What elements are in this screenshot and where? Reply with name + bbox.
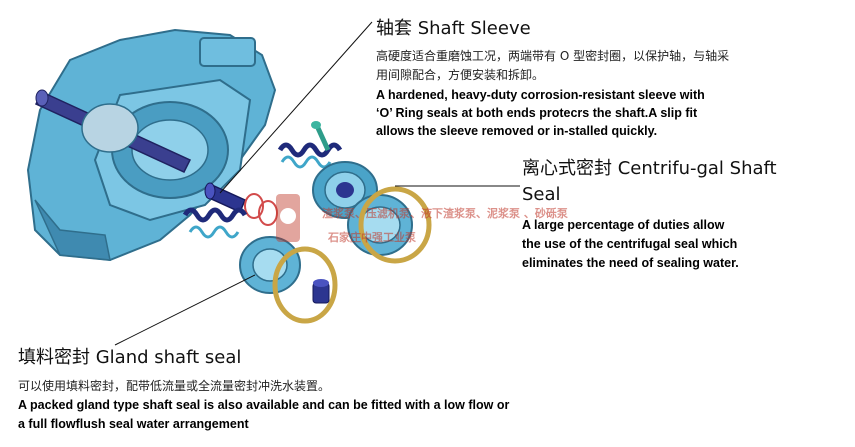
gasket-ring-lower <box>272 246 338 324</box>
packing-rings-lower <box>182 207 248 239</box>
shaft-sleeve-en-line-2: ‘O’ Ring seals at both ends protecrs the… <box>376 106 698 120</box>
gland-seal-cn-line-1: 可以使用填料密封，配带低流量或全流量密封冲洗水装置。 <box>18 379 331 393</box>
callout-line-shaft-sleeve <box>219 21 373 194</box>
centrifugal-seal-title-line-1: 离心式密封 Centrifu-gal Shaft <box>522 158 777 179</box>
centrifugal-seal-title-line-2: Seal <box>522 184 561 205</box>
shaft-sleeve-cn-line-2: 用间隙配合，方便安装和拆卸。 <box>376 68 545 82</box>
stud-bolt <box>311 121 331 152</box>
gland-seal-en-line-2: a full flowflush seal water arrangement <box>18 417 249 431</box>
shaft-sleeve-en-line-3: allows the sleeve removed or in-stalled … <box>376 124 658 138</box>
watermark-line-1: 渣浆泵、压滤机泵、液下渣浆泵、泥浆泵 、砂砾泵 <box>322 207 568 220</box>
shaft-sleeve-en-line-1: A hardened, heavy-duty corrosion-resista… <box>376 88 705 102</box>
centrifugal-seal-housing <box>347 194 413 256</box>
gland-seal-en-line-1: A packed gland type shaft seal is also a… <box>18 398 510 412</box>
gasket-ring-upper <box>358 186 432 264</box>
o-ring <box>244 193 278 226</box>
gland-seal-title: 填料密封 Gland shaft seal <box>18 347 242 368</box>
callout-line-gland-seal <box>114 274 256 346</box>
shaft-sleeve-cn-line-1: 高硬度适合重磨蚀工况，两端带有 O 型密封圈，以保护轴，与轴采 <box>376 49 730 63</box>
gland-seal-housing <box>239 236 301 294</box>
gland-bush <box>312 279 330 304</box>
shaft-sleeve-title: 轴套 Shaft Sleeve <box>376 18 531 39</box>
watermark-line-2: 石家庄中强工业泵 <box>328 231 416 244</box>
centrifugal-seal-en-line-3: eliminates the need of sealing water. <box>522 256 739 270</box>
centrifugal-seal-en-line-2: the use of the centrifugal seal which <box>522 237 738 251</box>
watermark-logo <box>276 194 300 242</box>
drive-shaft <box>34 89 192 173</box>
centrifugal-seal-en-line-1: A large percentage of duties allow <box>522 218 725 232</box>
callout-lines <box>114 21 520 346</box>
